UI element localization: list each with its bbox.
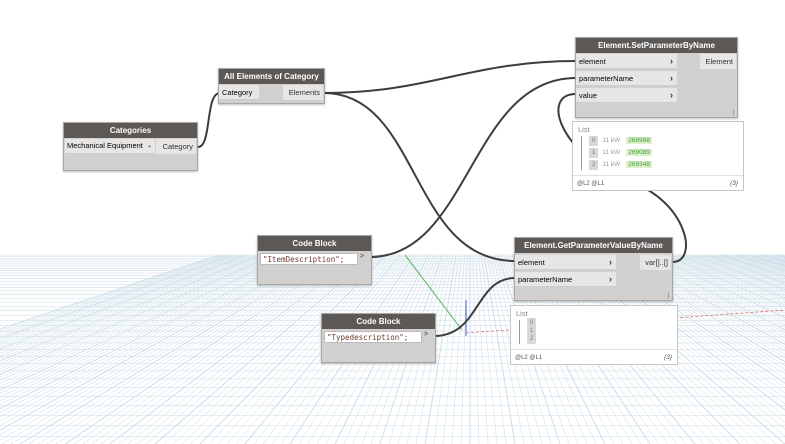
- list-index: 0: [527, 318, 537, 328]
- preview-title: List: [516, 309, 528, 318]
- axis-lines: [404, 254, 785, 336]
- code-block-node[interactable]: Code Block "ItemDescription"; >: [257, 235, 372, 285]
- list-keyword: 11 kW: [602, 149, 621, 156]
- list-index: 0: [589, 136, 599, 146]
- output-port-var[interactable]: var[]..[]: [640, 255, 671, 270]
- node-title: All Elements of Category: [219, 69, 324, 84]
- chevron-right-icon: ›: [670, 90, 673, 100]
- input-port-parametername[interactable]: parameterName ›: [515, 272, 616, 287]
- preview-title: List: [578, 125, 590, 134]
- get-parameter-preview: List 0 1 2 @L2 @L1 {3}: [510, 305, 678, 365]
- list-index: 1: [527, 326, 537, 336]
- list-value: 269348: [626, 161, 652, 168]
- chevron-down-icon: ⌄: [146, 143, 152, 149]
- output-port[interactable]: >: [360, 253, 365, 260]
- port-label: element: [518, 258, 545, 267]
- list-keyword: 11 kW: [602, 161, 621, 168]
- node-title: Code Block: [258, 236, 371, 251]
- set-parameter-node[interactable]: Element.SetParameterByName element › par…: [575, 37, 738, 118]
- wires: [197, 60, 687, 337]
- code-block-node[interactable]: Code Block "Typedescription"; >: [321, 313, 436, 363]
- preview-divider: [573, 175, 743, 176]
- dropdown-value: Mechanical Equipment: [67, 141, 143, 150]
- port-label: element: [579, 57, 606, 66]
- list-index: 1: [589, 148, 599, 158]
- output-port-elements[interactable]: Elements: [283, 85, 323, 100]
- port-label: parameterName: [579, 74, 634, 83]
- all-elements-node[interactable]: All Elements of Category Category Elemen…: [218, 68, 325, 104]
- node-title: Element.SetParameterByName: [576, 38, 737, 53]
- list-value: 269089: [626, 149, 652, 156]
- list-count: {3}: [664, 354, 672, 361]
- lacing-indicator: |: [667, 293, 669, 299]
- port-label: parameterName: [518, 275, 573, 284]
- wire-elements-to-set: [323, 60, 577, 94]
- list-count: {3}: [730, 180, 738, 187]
- input-port-parametername[interactable]: parameterName ›: [576, 71, 677, 86]
- input-port-element[interactable]: element ›: [515, 255, 616, 270]
- output-port-category[interactable]: Category: [156, 139, 196, 154]
- list-levels: @L2 @L1: [577, 181, 605, 187]
- chevron-right-icon: ›: [670, 56, 673, 66]
- code-editor[interactable]: "ItemDescription";: [260, 253, 358, 265]
- category-dropdown[interactable]: Mechanical Equipment ⌄: [65, 139, 155, 153]
- chevron-right-icon: ›: [609, 274, 612, 284]
- categories-node[interactable]: Categories Mechanical Equipment ⌄ Catego…: [63, 122, 198, 171]
- list-tree-line: [519, 320, 520, 344]
- node-title: Element.GetParameterValueByName: [515, 238, 672, 253]
- list-keyword: 11 kW: [602, 137, 621, 144]
- wire-category: [197, 92, 221, 148]
- input-port-value[interactable]: value ›: [576, 88, 677, 103]
- input-port-element[interactable]: element ›: [576, 54, 677, 69]
- list-item: 1: [527, 326, 540, 336]
- list-index: 2: [589, 160, 599, 170]
- port-label: value: [579, 91, 597, 100]
- node-title: Categories: [64, 123, 197, 138]
- node-title: Code Block: [322, 314, 435, 329]
- list-tree-line: [581, 136, 582, 170]
- chevron-right-icon: ›: [670, 73, 673, 83]
- get-parameter-node[interactable]: Element.GetParameterValueByName element …: [514, 237, 673, 301]
- list-index: 2: [527, 334, 537, 344]
- wire-code2-to-get: [433, 277, 516, 337]
- list-value: 268988: [626, 137, 652, 144]
- code-editor[interactable]: "Typedescription";: [324, 331, 422, 343]
- lacing-indicator: |: [732, 110, 734, 116]
- wire-elements-to-get: [323, 92, 516, 262]
- list-levels: @L2 @L1: [515, 355, 543, 361]
- wire-code1-to-set: [369, 77, 577, 258]
- output-port[interactable]: >: [424, 331, 429, 338]
- input-port-category[interactable]: Category: [219, 85, 259, 100]
- list-item: 0: [527, 318, 540, 328]
- list-item: 2: [527, 334, 540, 344]
- chevron-right-icon: ›: [609, 257, 612, 267]
- preview-divider: [511, 349, 677, 350]
- output-port-element[interactable]: Element: [700, 54, 736, 69]
